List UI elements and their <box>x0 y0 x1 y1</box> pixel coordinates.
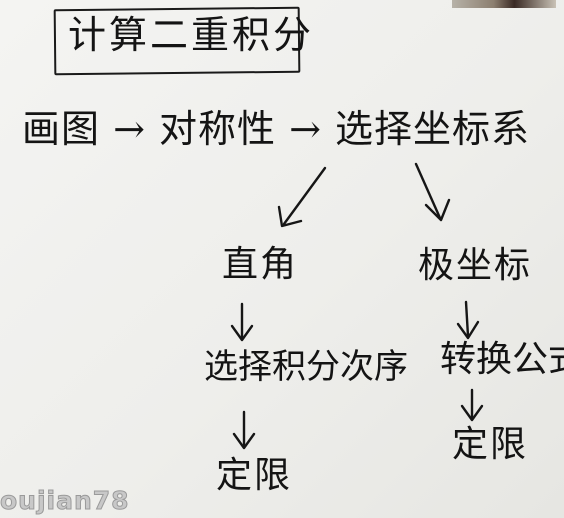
left-branch-rectangular: 直角 <box>222 244 299 285</box>
flow-line: 画图 → 对称性 → 选择坐标系 <box>22 107 530 151</box>
watermark: oujian78 <box>0 486 130 516</box>
left-branch-limits: 定限 <box>216 455 293 496</box>
right-branch-limits: 定限 <box>452 424 529 465</box>
webcam-overlay <box>452 0 556 8</box>
right-branch-conversion-formula: 转换公式 <box>440 339 564 380</box>
arrow-to-left-branch <box>277 166 327 228</box>
arrow-left-down-1 <box>230 302 254 342</box>
arrow-to-right-branch <box>414 162 451 222</box>
arrow-right-down-2 <box>460 388 484 422</box>
arrow-left-down-2 <box>232 410 256 450</box>
left-branch-integration-order: 选择积分次序 <box>204 347 408 387</box>
right-branch-polar: 极坐标 <box>418 245 533 286</box>
arrow-right-down-1 <box>456 300 480 340</box>
diagram-title: 计算二重积分 <box>68 13 315 57</box>
